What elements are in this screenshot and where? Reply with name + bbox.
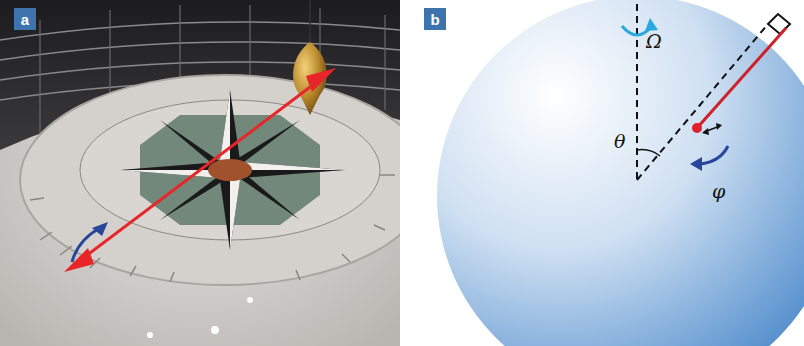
- panel-letter: a: [21, 12, 29, 27]
- panel-letter-box: b: [424, 8, 446, 30]
- symbol-label: θ: [614, 132, 625, 151]
- symbol-label: Ω: [646, 32, 662, 51]
- symbol-label: φ: [712, 182, 725, 201]
- panel-letter: b: [430, 12, 439, 27]
- panel-letter-box: a: [14, 8, 36, 30]
- earth-sphere: [437, 0, 804, 346]
- pendulum-photo: [0, 0, 400, 346]
